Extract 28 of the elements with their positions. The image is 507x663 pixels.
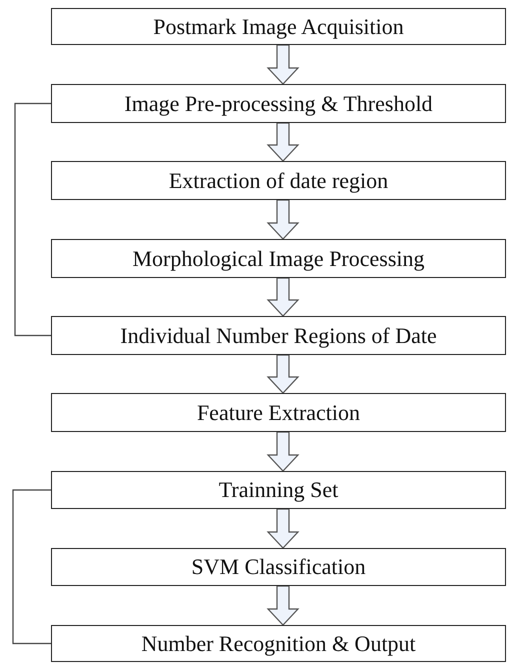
step-label: SVM Classification xyxy=(191,554,366,580)
process-box xyxy=(51,161,506,200)
process-box xyxy=(51,84,506,123)
hollow-arrow xyxy=(266,122,300,162)
connector-line xyxy=(14,102,51,336)
step-label: Extraction of date region xyxy=(168,168,388,194)
step-label: Feature Extraction xyxy=(196,400,360,426)
step-label: Number Recognition & Output xyxy=(141,630,416,656)
process-box xyxy=(51,548,506,586)
step-label: Postmark Image Acquisition xyxy=(153,14,404,40)
hollow-arrow xyxy=(266,354,300,394)
connector-line xyxy=(12,489,51,644)
process-box xyxy=(51,8,506,45)
hollow-arrow xyxy=(266,277,300,317)
process-box xyxy=(51,471,506,509)
hollow-arrow xyxy=(266,508,300,549)
hollow-arrow xyxy=(266,585,300,626)
step-label: Individual Number Regions of Date xyxy=(120,322,437,348)
hollow-arrow xyxy=(266,199,300,240)
process-box xyxy=(51,393,506,432)
hollow-arrow xyxy=(266,44,300,85)
step-label: Image Pre-processing & Threshold xyxy=(124,90,433,116)
process-box xyxy=(51,316,506,355)
process-box xyxy=(51,625,506,662)
step-label: Morphological Image Processing xyxy=(132,246,425,272)
process-box xyxy=(51,239,506,278)
hollow-arrow xyxy=(266,431,300,472)
step-label: Trainning Set xyxy=(218,477,338,503)
